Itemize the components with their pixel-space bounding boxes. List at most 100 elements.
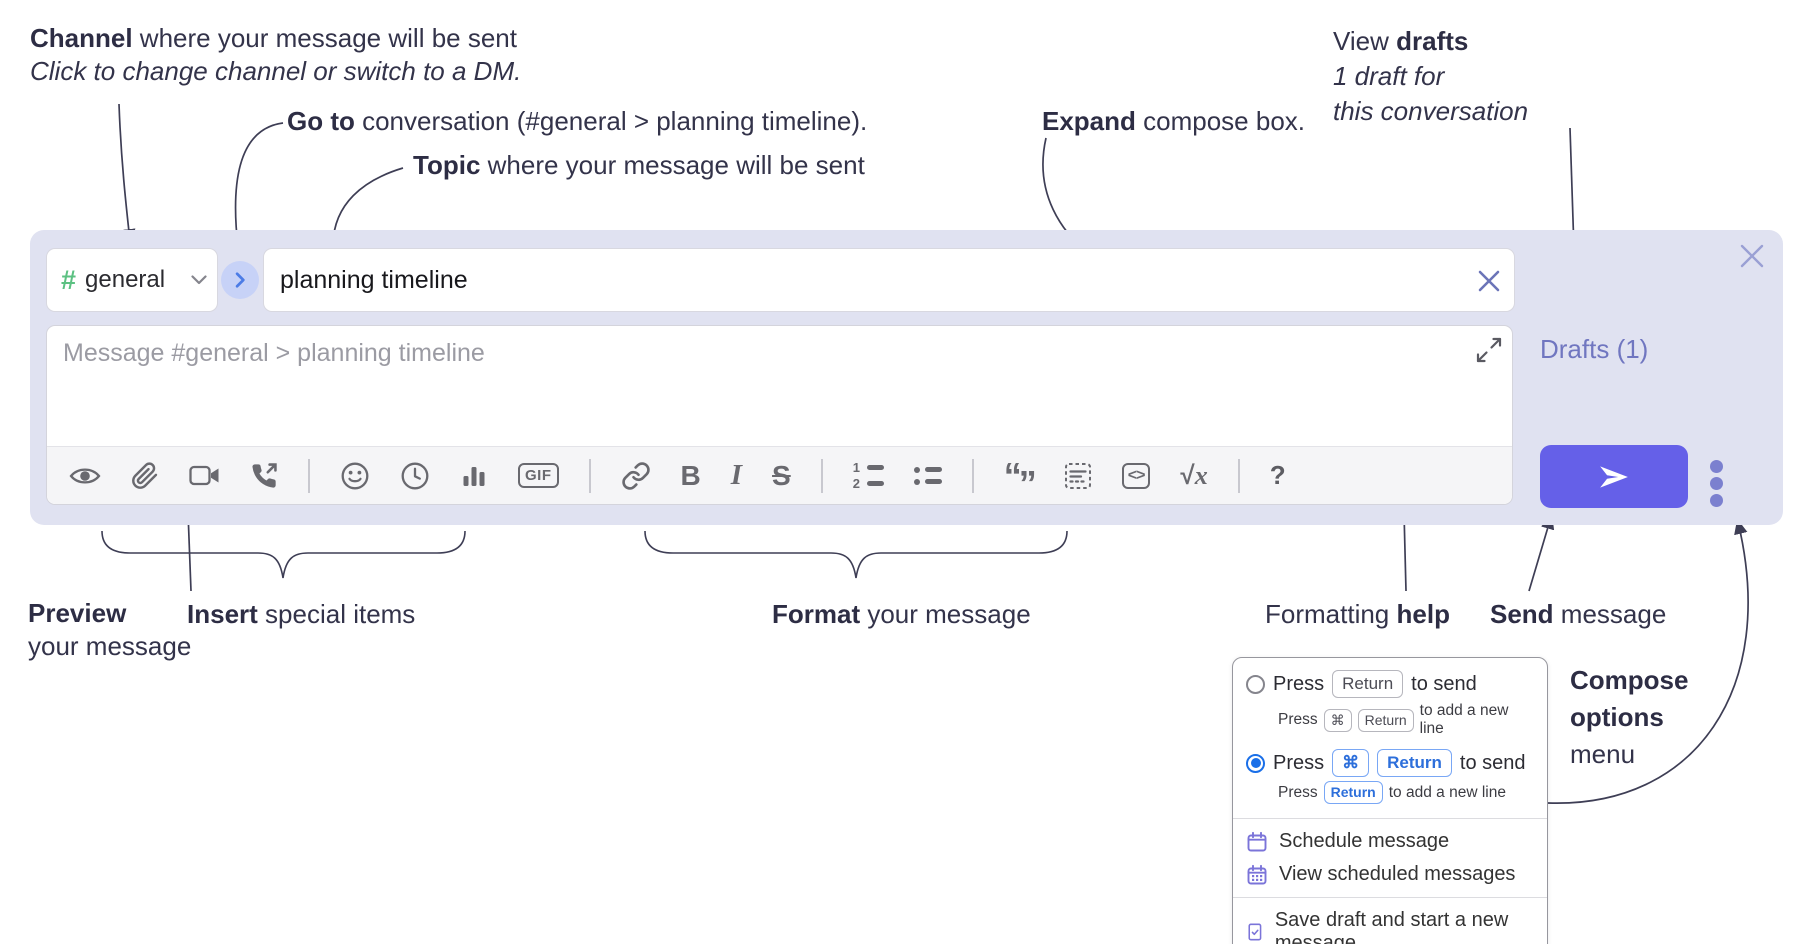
message-box: GIF B I S 1 2 <box>46 325 1513 505</box>
sqrt-x-glyph: x <box>1194 460 1208 490</box>
menu-item-save-draft[interactable]: Save draft and start a new message <box>1233 904 1547 944</box>
return-key: Return <box>1332 670 1404 698</box>
drafts-annotation: View drafts 1 draft for this conversatio… <box>1333 24 1528 129</box>
send-option-enter-sub: Press ⌘ Return to add a new line <box>1233 701 1547 746</box>
channel-name: general <box>85 266 166 293</box>
formatting-help-pre: Formatting <box>1265 599 1397 629</box>
format-annotation: Format your message <box>772 598 1031 631</box>
quote-close-glyph: ” <box>1018 462 1037 504</box>
insert-brace <box>101 530 466 579</box>
return-key: Return <box>1357 708 1414 732</box>
message-input[interactable] <box>47 326 1512 446</box>
topic-input[interactable] <box>264 249 1514 311</box>
to-send-label: to send <box>1459 751 1526 774</box>
channel-annotation-rest: where your message will be sent <box>132 23 517 53</box>
voice-call-icon[interactable] <box>250 462 278 490</box>
drafts-annotation-bold: drafts <box>1396 26 1469 56</box>
topic-input-wrapper <box>263 248 1515 312</box>
ol-num-1: 1 <box>852 459 860 475</box>
ellipsis-dot <box>1710 477 1723 490</box>
to-add-new-line-label: to add a new line <box>1388 783 1506 801</box>
drafts-annotation-line3: this conversation <box>1333 96 1529 126</box>
drafts-annotation-line2: 1 draft for <box>1333 61 1445 91</box>
send-annotation-rest: message <box>1553 599 1667 629</box>
send-annotation-bold: Send <box>1490 599 1554 629</box>
toolbar-divider <box>971 458 974 493</box>
popup-divider <box>1233 818 1547 819</box>
time-icon[interactable] <box>400 461 430 491</box>
chevron-down-icon <box>191 275 207 285</box>
gif-icon[interactable]: GIF <box>518 463 559 488</box>
compose-options-popup: Press Return to send Press ⌘ Return to a… <box>1232 657 1548 944</box>
spoiler-icon[interactable] <box>1064 462 1092 490</box>
compose-options-annotation: Compose options menu <box>1570 662 1688 773</box>
channel-annotation-bold: Channel <box>30 23 133 53</box>
channel-selector[interactable]: # general <box>46 248 218 312</box>
send-arrow <box>1528 513 1555 592</box>
insert-annotation: Insert special items <box>187 598 415 631</box>
cmd-key: ⌘ <box>1323 708 1352 732</box>
attach-icon[interactable] <box>131 461 159 490</box>
send-option-cmd-enter[interactable]: Press ⌘ Return to send <box>1233 746 1547 780</box>
format-annotation-bold: Format <box>772 599 861 629</box>
strikethrough-icon[interactable]: S <box>772 460 791 492</box>
topic-annotation-bold: Topic <box>413 150 481 180</box>
quote-icon[interactable]: “” <box>1004 457 1037 501</box>
help-icon[interactable]: ? <box>1270 460 1286 491</box>
press-label: Press <box>1278 783 1318 801</box>
bulleted-list-icon[interactable] <box>913 466 942 485</box>
format-brace <box>644 530 1068 579</box>
radio-unselected-icon[interactable] <box>1246 674 1265 694</box>
send-button[interactable] <box>1540 445 1688 508</box>
to-send-label: to send <box>1411 672 1477 695</box>
press-label: Press <box>1273 751 1325 774</box>
expand-annotation-bold: Expand <box>1042 106 1136 136</box>
clear-topic-icon[interactable] <box>1476 268 1502 294</box>
numbered-list-icon[interactable]: 1 2 <box>852 459 884 490</box>
video-call-icon[interactable] <box>189 464 220 487</box>
goto-annotation-rest: conversation (#general > planning timeli… <box>354 106 868 136</box>
chevron-right-icon <box>235 272 245 288</box>
preview-icon[interactable] <box>69 464 101 488</box>
math-icon[interactable]: √x <box>1180 460 1207 491</box>
channel-arrow <box>118 103 136 245</box>
gif-label: GIF <box>518 463 559 488</box>
compose-box: # general <box>30 230 1783 525</box>
link-icon[interactable] <box>621 461 651 491</box>
compose-options-line3: menu <box>1570 739 1636 769</box>
calendar-icon <box>1247 831 1267 851</box>
menu-item-schedule-message[interactable]: Schedule message <box>1233 825 1547 858</box>
drafts-link[interactable]: Drafts (1) <box>1540 334 1649 364</box>
bold-icon[interactable]: B <box>681 460 701 492</box>
insert-annotation-bold: Insert <box>187 599 258 629</box>
menu-item-label: Save draft and start a new message <box>1274 909 1509 944</box>
compose-options-menu-button[interactable] <box>1710 456 1723 511</box>
poll-icon[interactable] <box>460 463 488 489</box>
preview-annotation: Preview your message <box>28 597 191 663</box>
help-label: ? <box>1269 460 1286 490</box>
radio-selected-icon[interactable] <box>1246 753 1265 773</box>
close-compose-icon[interactable] <box>1738 242 1766 270</box>
bold-label: B <box>680 459 701 491</box>
compose-toolbar: GIF B I S 1 2 <box>47 446 1512 504</box>
goto-annotation: Go to conversation (#general > planning … <box>287 105 867 138</box>
calendar-dots-icon <box>1247 864 1267 884</box>
return-key-blue: Return <box>1323 781 1383 804</box>
toolbar-divider <box>1237 458 1240 493</box>
send-option-enter[interactable]: Press Return to send <box>1233 667 1547 701</box>
emoji-icon[interactable] <box>340 461 370 491</box>
sqrt-glyph: √ <box>1180 460 1195 490</box>
send-annotation: Send message <box>1490 598 1666 631</box>
compose-options-line2: options <box>1570 702 1664 732</box>
menu-item-view-scheduled[interactable]: View scheduled messages <box>1233 858 1547 891</box>
italic-icon[interactable]: I <box>731 459 742 492</box>
italic-label: I <box>730 459 743 491</box>
code-icon[interactable]: <> <box>1121 462 1151 489</box>
preview-annotation-bold: Preview <box>28 598 127 628</box>
draft-check-icon <box>1248 923 1262 941</box>
format-annotation-rest: your message <box>860 599 1031 629</box>
ellipsis-dot <box>1710 494 1723 507</box>
expand-compose-icon[interactable] <box>1476 337 1502 363</box>
preview-annotation-rest: your message <box>28 631 192 661</box>
go-to-conversation-button[interactable] <box>221 261 259 299</box>
